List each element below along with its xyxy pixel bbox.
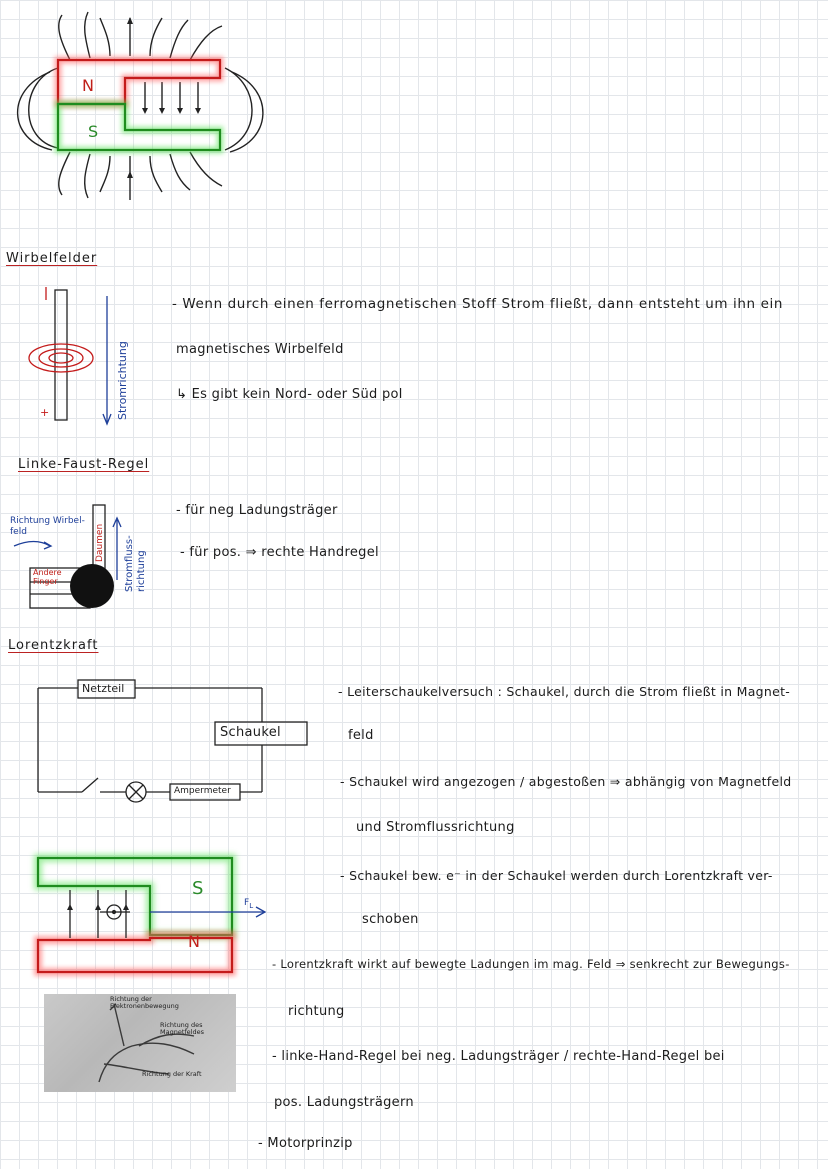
lorentz-note-4: und Stromflussrichtung	[356, 820, 515, 835]
photo-label-magnetfeld: Richtung des Magnetfeldes	[160, 1021, 204, 1036]
linke-faust-title: Linke-Faust-Regel	[18, 457, 150, 472]
lorentz-note-11: - Motorprinzip	[258, 1136, 353, 1151]
lorentzkraft-title: Lorentzkraft	[8, 638, 99, 653]
left-hand-rule-photo: Richtung der Elektronenbewegung Richtung…	[44, 994, 236, 1092]
svg-text:+: +	[40, 406, 49, 419]
lorentz-note-7: - Lorentzkraft wirkt auf bewegte Ladunge…	[272, 957, 790, 971]
magnet2-south-label: S	[192, 878, 205, 899]
netzteil-label[interactable]: Netzteil	[82, 682, 125, 695]
lorentz-note-8: richtung	[288, 1004, 345, 1019]
andere-finger-label: Andere Finger	[33, 568, 62, 586]
magnet2-north-label: N	[188, 932, 201, 951]
magnet-south-label: S	[88, 122, 99, 141]
lorentz-note-3: - Schaukel wird angezogen / abgestoßen ⇒…	[340, 774, 792, 789]
lorentz-note-9: - linke-Hand-Regel bei neg. Ladungsträge…	[272, 1049, 725, 1064]
magnet-north-label: N	[82, 76, 95, 95]
force-label: FL	[244, 898, 253, 910]
amperemeter-label[interactable]: Ampermeter	[174, 786, 231, 796]
lorentz-note-5: - Schaukel bew. e⁻ in der Schaukel werde…	[340, 868, 773, 883]
wirbelfelder-title: Wirbelfelder	[6, 251, 98, 266]
force-letter: F	[244, 898, 250, 908]
linke-faust-note-2: - für pos. ⇒ rechte Handregel	[180, 545, 379, 560]
lorentz-note-1: - Leiterschaukelversuch : Schaukel, durc…	[338, 684, 791, 699]
linke-faust-note-1: - für neg Ladungsträger	[176, 503, 338, 518]
photo-label-kraft: Richtung der Kraft	[142, 1070, 202, 1078]
lorentz-note-10: pos. Ladungsträgern	[274, 1095, 414, 1110]
wirbelfelder-note-1: - Wenn durch einen ferromagnetischen Sto…	[172, 296, 784, 312]
hand-sketch	[98, 1003, 195, 1083]
wirbelfelder-note-3: ↳ Es gibt kein Nord- oder Süd pol	[176, 387, 403, 402]
lorentz-note-6: schoben	[362, 912, 419, 927]
schaukel-label[interactable]: Schaukel	[220, 725, 281, 740]
richtung-wirbelfeld-label: Richtung Wirbel- feld	[10, 516, 85, 537]
wirbelfelder-note-2: magnetisches Wirbelfeld	[176, 342, 344, 357]
photo-label-elektronen: Richtung der Elektronenbewegung	[110, 995, 179, 1010]
force-subscript: L	[249, 901, 254, 910]
lorentz-note-2: feld	[348, 728, 374, 743]
